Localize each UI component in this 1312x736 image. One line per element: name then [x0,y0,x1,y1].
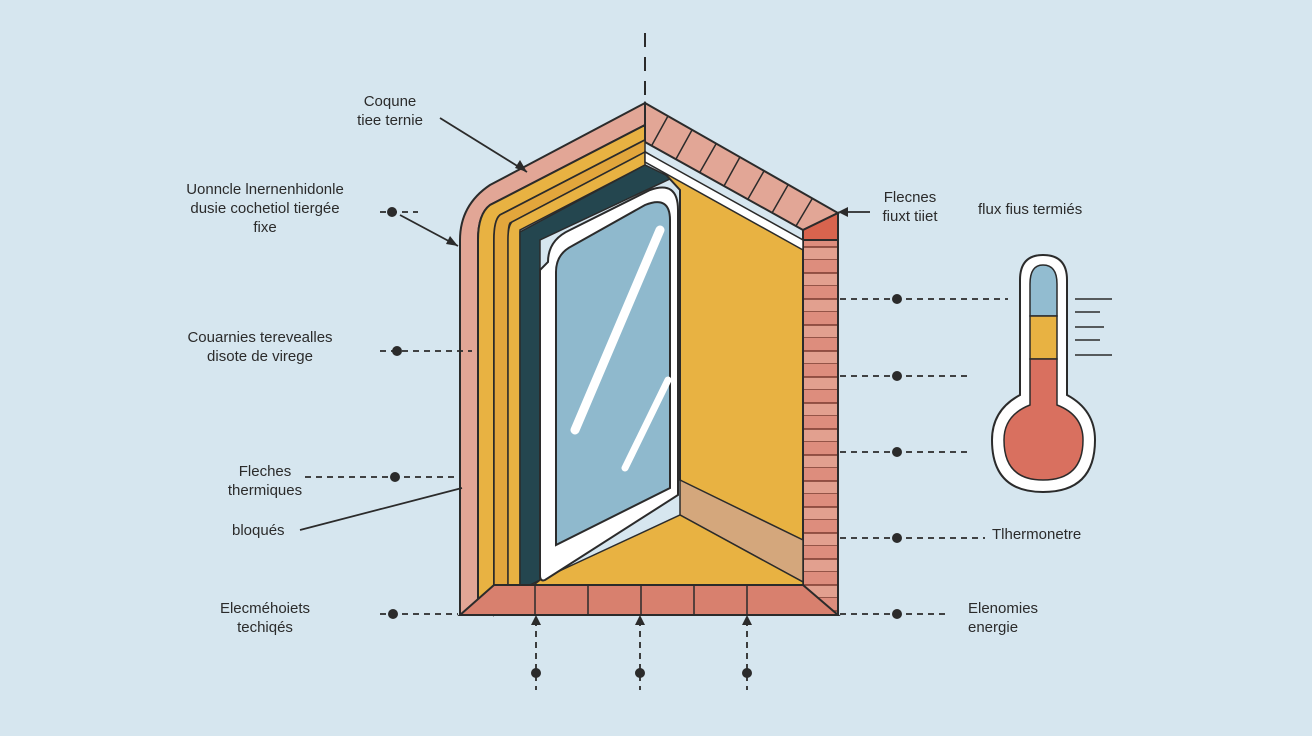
label-right-top: Flecnes fiuxt tiiet [860,188,960,226]
thermometer-icon [990,253,1112,494]
flow-arrow-icon [892,533,902,543]
label-right-top-line2: fiuxt tiiet [882,208,938,225]
label-left5: Elecméhoiets techiqés [210,599,320,637]
label-right-thermo: Tlhermonetre [992,526,1082,543]
label-right-bottom: Elenomies energie [968,599,1038,637]
interior-reveal [527,150,804,593]
label-top: Coqune tiee ternie [340,92,440,130]
flow-arrow-icon [742,668,752,678]
right-brick-wall [802,239,839,616]
flow-arrow-icon [387,207,397,217]
flow-arrow-icon [892,294,902,304]
flow-arrow-icon [635,668,645,678]
bottom-sill [457,584,841,616]
label-top-line1: Coqune [363,93,417,110]
arrow-heads [387,160,902,678]
label-left1-line3: fixe [253,219,277,236]
flow-arrow-icon [531,668,541,678]
label-left3-line2: thermiques [227,482,303,499]
label-left5-line1: Elecméhoiets [219,600,311,617]
label-left2-line1: Couarnies terevealles [187,329,333,346]
label-right-bottom-line1: Elenomies [968,600,1039,617]
label-left5-line2: techiqés [237,619,293,636]
flow-arrow-icon [388,609,398,619]
label-right-flux: flux fius termiés [978,201,1083,218]
label-left3: Fleches thermiques [210,462,320,500]
label-left3-line1: Fleches [238,463,292,480]
flow-arrow-icon [390,472,400,482]
label-left2-line2: disote de virege [207,348,313,365]
flow-arrow-icon [892,447,902,457]
flow-arrow-icon [892,371,902,381]
label-left4: bloqués [232,522,285,539]
flow-arrow-icon [392,346,402,356]
label-left2: Couarnies terevealles disote de virege [160,328,360,366]
label-left1-line1: Uonncle lnernenhidonle [186,181,344,198]
label-top-line2: tiee ternie [357,112,423,129]
label-right-top-line1: Flecnes [883,189,937,206]
label-left1: Uonncle lnernenhidonle dusie cochetiol t… [150,180,380,237]
window-pane[interactable] [539,186,679,582]
label-right-bottom-line2: energie [968,619,1019,636]
flow-arrow-icon [892,609,902,619]
label-left1-line2: dusie cochetiol tiergée [190,200,340,217]
